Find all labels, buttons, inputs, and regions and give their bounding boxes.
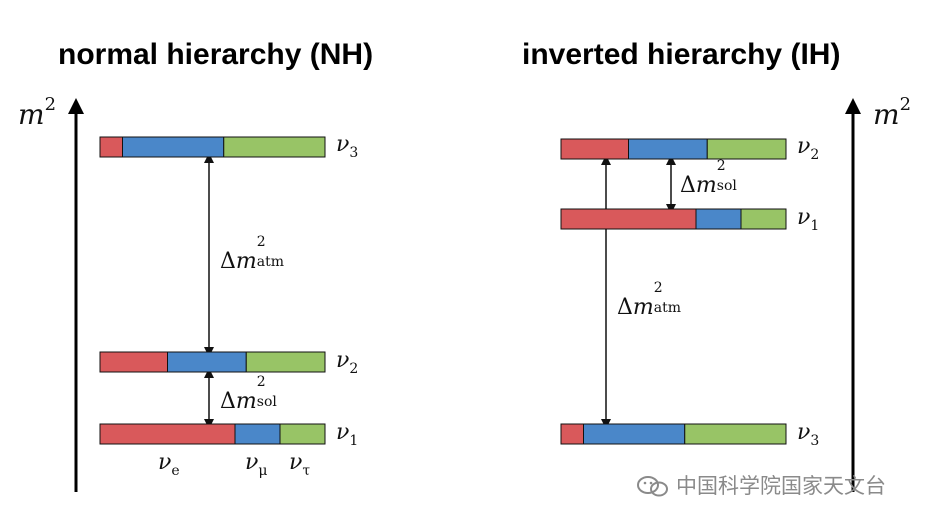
nh-nu3-bar-muon-segment: [122, 136, 225, 158]
nh-nu3-bar: [99, 136, 326, 158]
ih-axis-label: m2: [873, 94, 912, 131]
nh-nu2-label: ν2: [336, 348, 359, 377]
nh-nu2-bar: [99, 351, 326, 373]
flavor-nu-e-label: νe: [158, 450, 180, 479]
ih-nu2-bar: [560, 138, 787, 160]
watermark-text: 中国科学院国家天文台: [676, 474, 886, 498]
flavor-nu-mu-label: νμ: [245, 450, 268, 479]
nh-nu2-bar-tau-segment: [245, 351, 326, 373]
ih-nu3-bar-electron-segment: [560, 423, 584, 445]
ih-nu2-bar-muon-segment: [628, 138, 708, 160]
nh-nu3-bar-tau-segment: [223, 136, 326, 158]
ih-nu2-bar-electron-segment: [560, 138, 629, 160]
ih-nu3-bar: [560, 423, 787, 445]
ih-nu1-bar-electron-segment: [560, 208, 697, 230]
nh-nu3-bar-electron-segment: [99, 136, 123, 158]
ih-nu2-label: ν2: [797, 134, 820, 163]
nh-nu1-bar: [99, 423, 326, 445]
ih-nu3-label: ν3: [797, 420, 820, 449]
nh-axis-label: m2: [18, 94, 57, 131]
ih-nu1-label: ν1: [797, 205, 820, 234]
nh-nu1-bar-electron-segment: [99, 423, 236, 445]
ih-nu3-bar-tau-segment: [684, 423, 787, 445]
flavor-nu-tau-label: ντ: [289, 450, 311, 479]
wechat-icon: [637, 476, 668, 497]
ih-nu1-bar-muon-segment: [695, 208, 742, 230]
nh-nu1-bar-tau-segment: [279, 423, 326, 445]
ih-nu1-bar: [560, 208, 787, 230]
nh-nu3-label: ν3: [336, 132, 359, 161]
ih-nu3-bar-muon-segment: [583, 423, 686, 445]
nh-nu2-bar-electron-segment: [99, 351, 168, 373]
nh-nu1-label: ν1: [336, 420, 359, 449]
ih-nu2-bar-tau-segment: [706, 138, 787, 160]
nh-title: normal hierarchy (NH): [58, 38, 374, 71]
ih-title: inverted hierarchy (IH): [522, 38, 841, 71]
nh-nu2-bar-muon-segment: [167, 351, 247, 373]
ih-nu1-bar-tau-segment: [740, 208, 787, 230]
nh-nu1-bar-muon-segment: [234, 423, 281, 445]
